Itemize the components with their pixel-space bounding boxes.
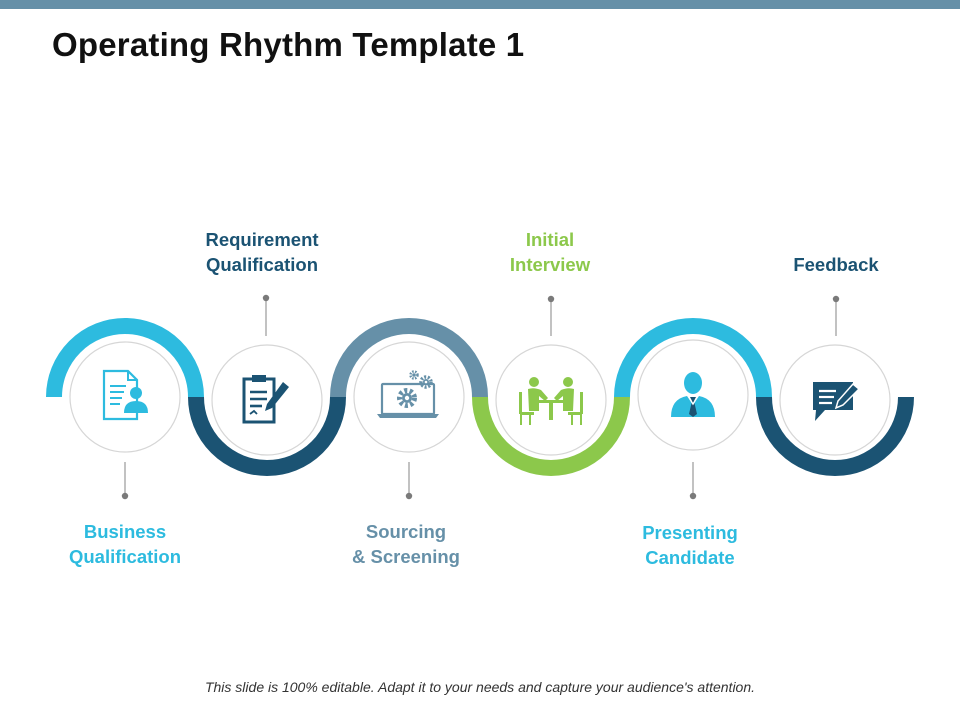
step-label-line1: Requirement bbox=[205, 229, 319, 250]
step-label-presenting-candidate: Presenting Candidate bbox=[620, 520, 760, 570]
step-label-line1: Sourcing bbox=[365, 521, 447, 542]
laptop-gears-icon bbox=[377, 370, 439, 418]
connector-dot-1 bbox=[121, 492, 129, 500]
step-label-line2: Qualification bbox=[68, 546, 182, 567]
step-label-initial-interview: Initial Interview bbox=[480, 227, 620, 277]
step-label-line1: Initial bbox=[525, 229, 575, 250]
connector-dot-6 bbox=[832, 295, 840, 303]
step-label-line2: Candidate bbox=[645, 547, 735, 568]
checklist-pen-icon bbox=[242, 375, 289, 424]
top-accent-bar bbox=[0, 0, 960, 9]
arc-feedback bbox=[756, 396, 914, 476]
page-title: Operating Rhythm Template 1 bbox=[52, 26, 525, 63]
step-label-sourcing-screening: Sourcing & Screening bbox=[336, 519, 476, 569]
meeting-table-icon bbox=[519, 377, 583, 425]
step-label-line2: Interview bbox=[509, 254, 591, 275]
arc-sourcing-screening bbox=[330, 318, 488, 398]
arc-requirement-qualification bbox=[188, 396, 346, 476]
step-label-feedback: Feedback bbox=[766, 252, 906, 277]
connector-dot-5 bbox=[689, 492, 697, 500]
arc-presenting-candidate bbox=[614, 318, 772, 398]
connector-dot-2 bbox=[262, 294, 270, 302]
arc-initial-interview bbox=[472, 396, 630, 476]
footer-note: This slide is 100% editable. Adapt it to… bbox=[204, 679, 756, 695]
arc-business-qualification bbox=[46, 318, 204, 398]
connector-dot-4 bbox=[547, 295, 555, 303]
step-circle-5 bbox=[637, 339, 749, 451]
step-label-requirement-qualification: Requirement Qualification bbox=[192, 227, 332, 277]
connector-dot-3 bbox=[405, 492, 413, 500]
step-label-business-qualification: Business Qualification bbox=[55, 519, 195, 569]
document-user-icon bbox=[102, 369, 148, 421]
step-circle-1 bbox=[69, 341, 181, 453]
step-label-line2: Qualification bbox=[205, 254, 319, 275]
chat-edit-icon bbox=[813, 382, 861, 421]
businessman-icon bbox=[671, 372, 715, 417]
step-label-line1: Presenting bbox=[642, 522, 738, 543]
step-label-line2: Feedback bbox=[793, 254, 879, 275]
step-label-line1: Business bbox=[83, 521, 167, 542]
step-label-line2: & Screening bbox=[352, 546, 460, 567]
